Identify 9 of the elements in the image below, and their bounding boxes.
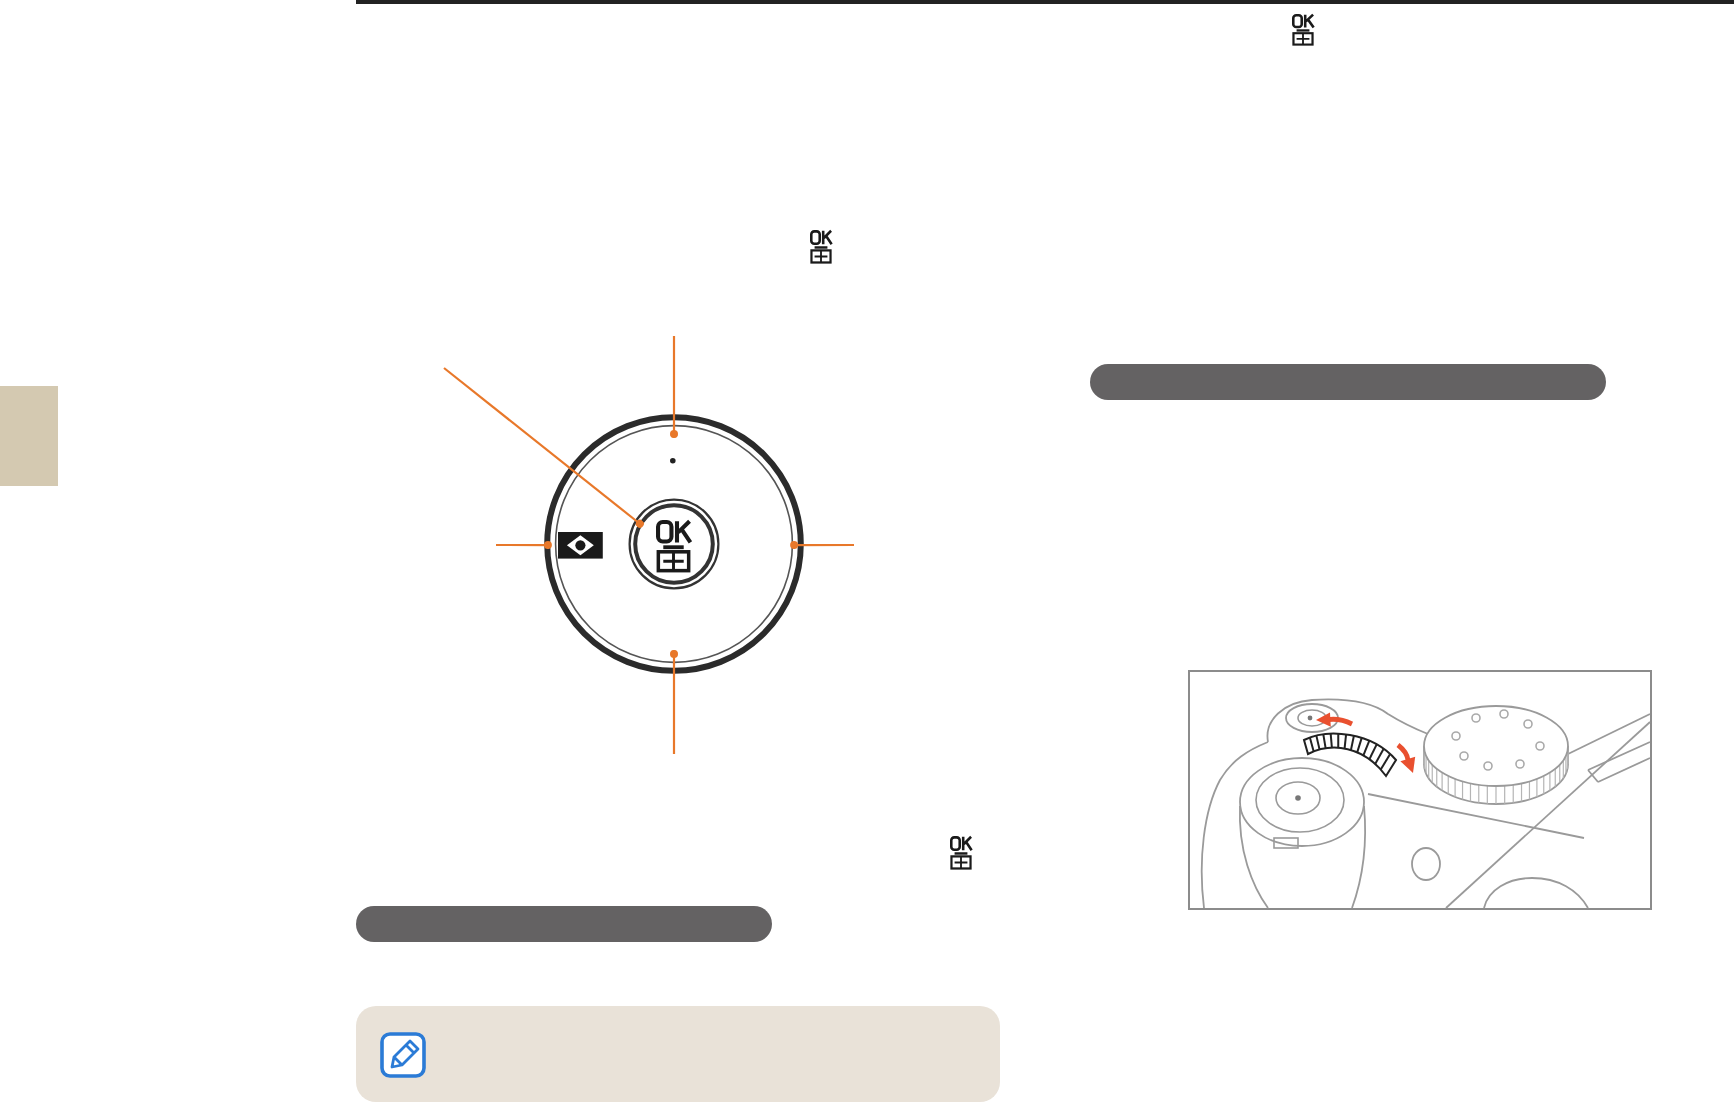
leader-line xyxy=(496,541,552,550)
leader-line xyxy=(790,541,854,550)
leader-line xyxy=(670,650,678,754)
section-heading-bar xyxy=(1090,364,1606,400)
leader-line xyxy=(443,367,644,528)
control-dial xyxy=(544,414,804,674)
leader-line xyxy=(670,336,678,438)
section-heading-bar xyxy=(356,906,772,942)
ok-button xyxy=(627,498,719,590)
